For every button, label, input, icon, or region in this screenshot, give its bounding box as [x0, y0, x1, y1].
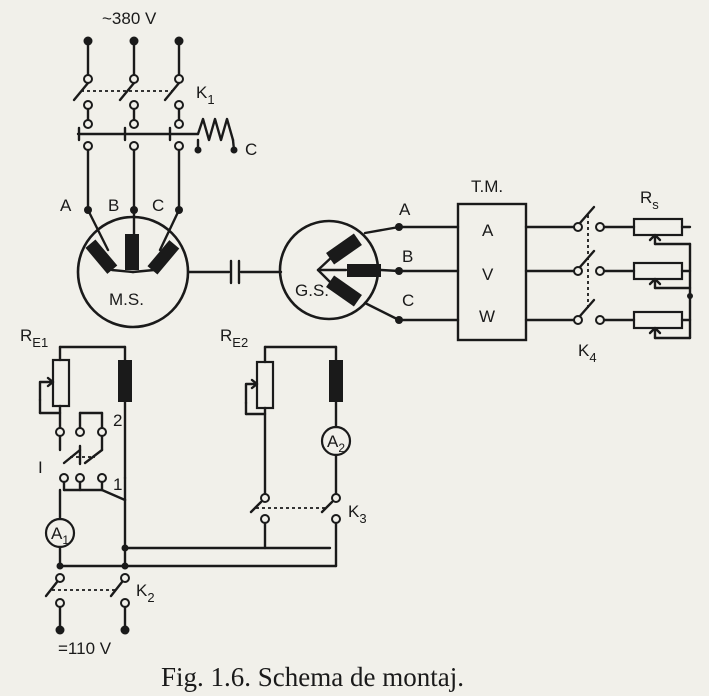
shaft-coupling	[186, 259, 283, 285]
rs-label: Rs	[640, 188, 659, 212]
switch-pos-i-label: I	[38, 458, 43, 477]
motor-label: M.S.	[109, 290, 144, 309]
re2-label: RE2	[220, 326, 248, 350]
figure-caption: Fig. 1.6. Schema de montaj.	[161, 662, 464, 692]
generator-phase-c: C	[402, 291, 414, 310]
k3-label: K3	[348, 502, 367, 526]
ac-supply-lines	[83, 36, 184, 81]
re1-label: RE1	[20, 326, 48, 350]
tm-terminal-a: A	[482, 221, 494, 240]
generator-phase-b: B	[402, 247, 413, 266]
k4-label: K4	[578, 341, 597, 365]
motor-phase-c: C	[152, 196, 164, 215]
motor-phase-a: A	[60, 196, 72, 215]
switch-k3	[58, 493, 341, 568]
switch-pos-2-label: 2	[113, 411, 122, 430]
switch-k1	[72, 74, 184, 126]
load-resistors-rs	[632, 217, 693, 340]
contactor-label: C	[245, 140, 257, 159]
excitation-circuit-2	[244, 345, 352, 496]
dc-supply-label: =110 V	[58, 639, 112, 658]
ac-supply-label: ~380 V	[102, 9, 157, 28]
ammeter-a1-label: A1	[51, 524, 69, 547]
k1-label: K1	[196, 83, 215, 107]
switch-k4	[524, 205, 636, 325]
contactor-c	[76, 117, 238, 154]
switch-k2	[44, 562, 130, 635]
motor-ms	[76, 215, 190, 329]
generator-output-lines	[363, 223, 460, 324]
ammeter-a2-label: A2	[327, 432, 345, 455]
motor-phase-b: B	[108, 196, 119, 215]
tm-label: T.M.	[471, 177, 503, 196]
generator-phase-a: A	[399, 200, 411, 219]
k2-label: K2	[136, 581, 155, 605]
switch-pos-1-label: 1	[113, 475, 122, 494]
tm-terminal-w: W	[479, 307, 495, 326]
tm-terminal-v: V	[482, 265, 494, 284]
excitation-circuit-1	[38, 345, 332, 568]
generator-label: G.S.	[295, 281, 329, 300]
generator-gs	[278, 219, 381, 321]
